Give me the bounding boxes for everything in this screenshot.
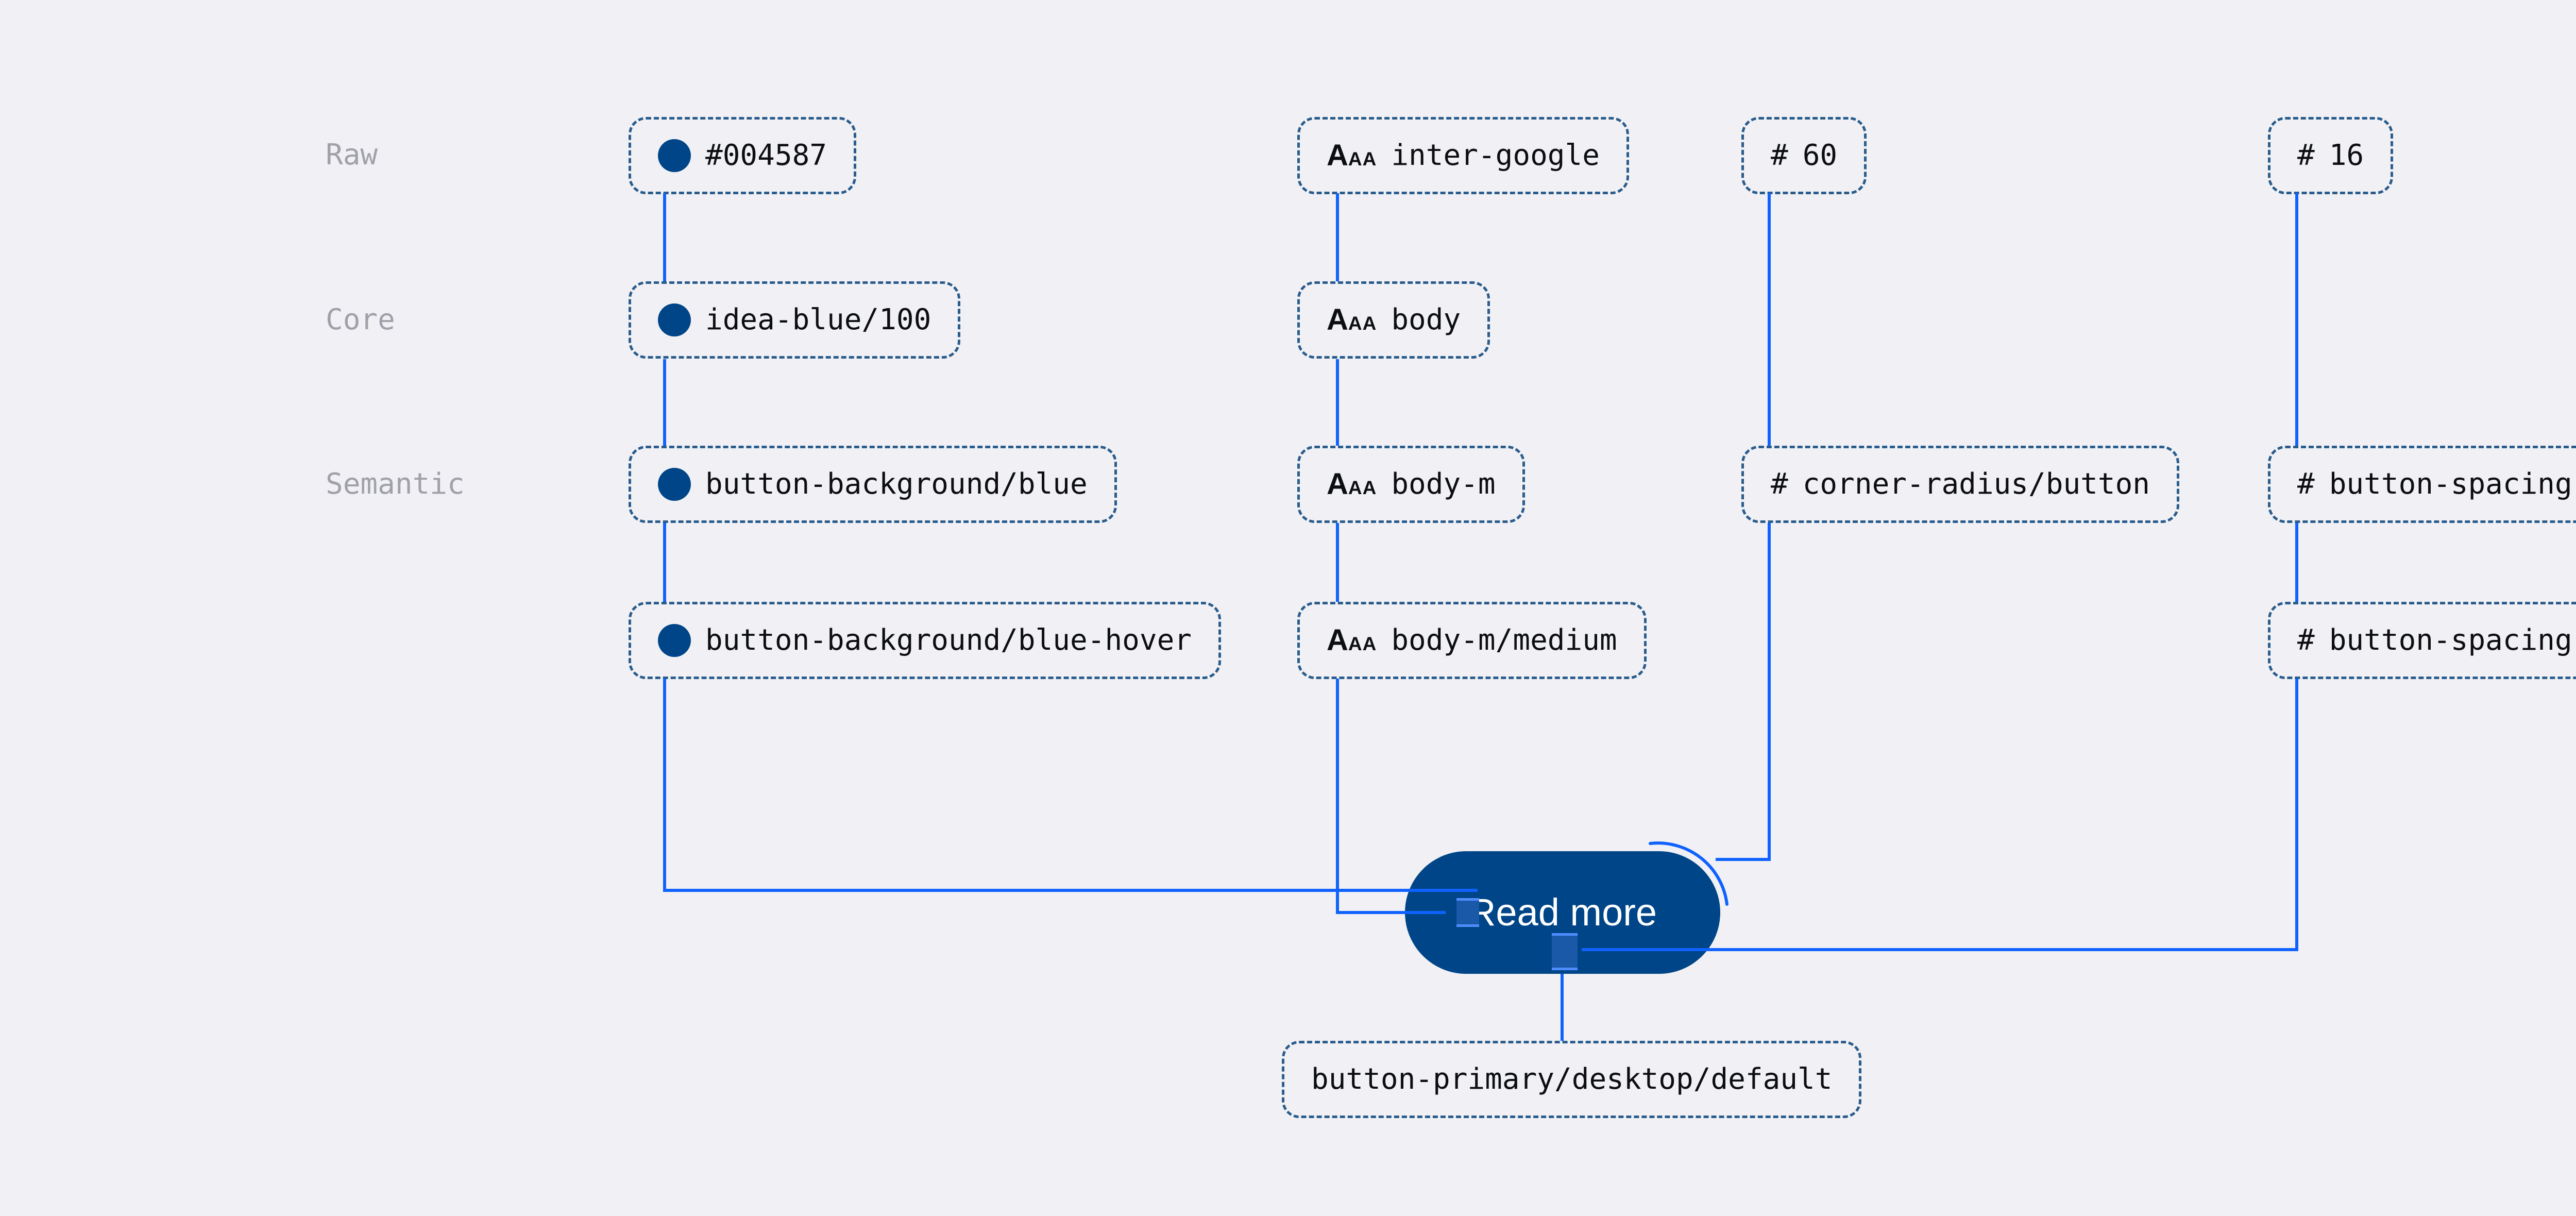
token-label: body-m xyxy=(1391,467,1496,501)
token-chip-color-semantic: button-background/blue xyxy=(629,446,1117,523)
color-swatch-icon xyxy=(658,303,691,336)
connector-color-to-button xyxy=(663,679,1478,892)
color-swatch-icon xyxy=(658,139,691,172)
number-icon: # xyxy=(2297,139,2315,172)
row-label-core: Core xyxy=(326,303,395,336)
token-label: button-spacing-vert xyxy=(2329,467,2576,501)
token-chip-spacing-semantic-desktop: # button-spacing-vert/desktop xyxy=(2268,602,2576,679)
horizontal-padding-indicator xyxy=(1456,898,1479,927)
token-chip-color-core: idea-blue/100 xyxy=(629,281,961,359)
row-label-raw: Raw xyxy=(326,138,378,172)
read-more-button-label: Read more xyxy=(1468,891,1657,934)
token-label: button-background/blue xyxy=(705,467,1088,501)
token-label: button-spacing-vert/desktop xyxy=(2329,623,2576,657)
token-chip-component: button-primary/desktop/default xyxy=(1282,1041,1862,1118)
token-chip-color-raw: #004587 xyxy=(629,117,857,194)
token-chip-spacing-raw: # 16 xyxy=(2268,117,2394,194)
color-swatch-icon xyxy=(658,468,691,501)
token-chip-color-semantic-hover: button-background/blue-hover xyxy=(629,602,1222,679)
token-chip-radius-raw: # 60 xyxy=(1741,117,1867,194)
row-label-semantic: Semantic xyxy=(326,467,465,501)
token-label: button-primary/desktop/default xyxy=(1311,1062,1833,1096)
token-label: body xyxy=(1391,303,1461,336)
number-icon: # xyxy=(2297,467,2315,501)
token-chip-spacing-semantic: # button-spacing-vert xyxy=(2268,446,2576,523)
color-swatch-icon xyxy=(658,624,691,657)
token-chip-radius-semantic: # corner-radius/button xyxy=(1741,446,2180,523)
number-icon: # xyxy=(2297,623,2315,657)
token-label: 60 xyxy=(1802,139,1838,172)
token-label: corner-radius/button xyxy=(1802,467,2150,501)
token-label: inter-google xyxy=(1391,139,1600,172)
number-icon: # xyxy=(1771,467,1788,501)
token-label: 16 xyxy=(2329,139,2364,172)
token-label: button-background/blue-hover xyxy=(705,623,1192,657)
token-label: #004587 xyxy=(705,139,827,172)
token-label: idea-blue/100 xyxy=(705,303,931,336)
vertical-padding-indicator xyxy=(1552,933,1578,970)
number-icon: # xyxy=(1771,139,1788,172)
token-label: body-m/medium xyxy=(1391,623,1617,657)
connector-radius-to-button xyxy=(1716,523,1771,861)
